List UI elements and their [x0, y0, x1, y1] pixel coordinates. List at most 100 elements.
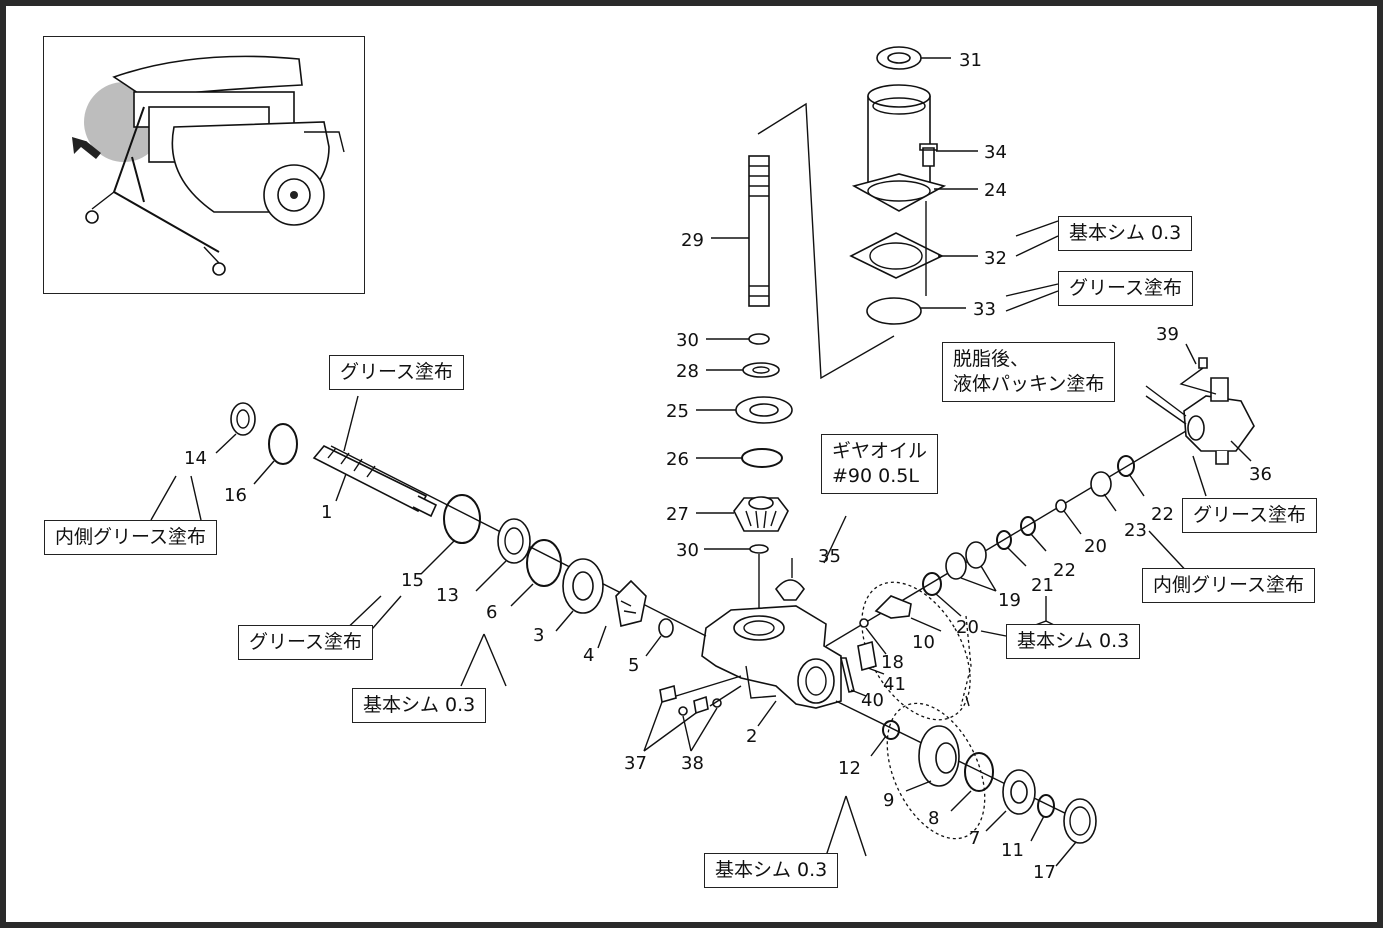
- part-28-washer: [742, 362, 780, 378]
- callout-shim-32: 基本シム 0.3: [1058, 216, 1193, 251]
- part-number: 39: [1156, 324, 1179, 345]
- part-19-bearing-2: [965, 541, 987, 569]
- part-13-seal: [497, 518, 531, 564]
- callout-gear-oil: ギヤオイル #90 0.5L: [821, 434, 939, 494]
- part-8-snap-ring: [964, 752, 994, 792]
- part-10-pinion: [874, 595, 912, 619]
- part-15-o-ring: [443, 494, 481, 544]
- part-20-washer: [1055, 499, 1067, 513]
- leader-lines: [215, 57, 1252, 867]
- part-36-washer: [678, 706, 688, 716]
- part-number: 12: [838, 758, 861, 779]
- part-number: 37: [624, 753, 647, 774]
- part-number: 30: [676, 540, 699, 561]
- part-33-o-ring: [866, 297, 922, 325]
- part-number: 18: [881, 652, 904, 673]
- callout-grease-33: グリース塗布: [1058, 271, 1194, 306]
- part-18-washer: [859, 618, 869, 628]
- assembly-guide-upper: [757, 102, 895, 380]
- part-number: 17: [1033, 862, 1056, 883]
- part-number: 26: [666, 449, 689, 470]
- degrease-line-2: 液体パッキン塗布: [953, 373, 1105, 395]
- gear-oil-line-1: ギヤオイル: [832, 440, 928, 462]
- part-41-bolt: [857, 640, 877, 672]
- part-17-cap: [1063, 798, 1097, 844]
- callout-inner-grease-23: 内側グリース塗布: [1142, 568, 1316, 603]
- part-number: 20: [956, 617, 979, 638]
- callout-grease-37: グリース塗布: [1182, 498, 1318, 533]
- gear-oil-line-2: #90 0.5L: [832, 465, 919, 487]
- part-number: 36: [1249, 464, 1272, 485]
- part-22-snap-ring: [1020, 516, 1036, 536]
- part-number: 13: [436, 585, 459, 606]
- part-14-seal: [230, 402, 256, 436]
- part-number: 22: [1151, 504, 1174, 525]
- callout-shim-12: 基本シム 0.3: [704, 853, 839, 888]
- part-number: 19: [998, 590, 1021, 611]
- part-number: 30: [676, 330, 699, 351]
- group-outline-10: [861, 581, 971, 721]
- part-37-hydraulic-unit: [1183, 377, 1255, 465]
- part-number: 32: [984, 248, 1007, 269]
- part-2-gear-case: [701, 605, 842, 709]
- part-number: 40: [861, 690, 884, 711]
- callout-shim-6: 基本シム 0.3: [352, 688, 487, 723]
- part-number: 7: [969, 828, 980, 849]
- part-11-circlip: [1037, 794, 1055, 818]
- part-32-shim: [849, 232, 944, 279]
- callout-grease-shaft: グリース塗布: [329, 355, 465, 390]
- part-number: 14: [184, 448, 207, 469]
- part-1-input-shaft: [312, 445, 438, 518]
- part-number: 4: [583, 645, 594, 666]
- callout-shim-21: 基本シム 0.3: [1006, 624, 1141, 659]
- part-24-housing: [851, 84, 947, 212]
- part-5-circlip: [658, 618, 674, 638]
- part-number: 23: [1124, 520, 1147, 541]
- part-6-shim: [526, 539, 562, 587]
- part-number: 38: [681, 753, 704, 774]
- part-4-bevel-pinion: [615, 579, 647, 627]
- exploded-diagram: 31 34 24 32 33 29 30 28 25 26 27 30 35 1…: [150, 46, 1272, 883]
- degrease-line-1: 脱脂後、: [953, 348, 1030, 370]
- part-number: 25: [666, 401, 689, 422]
- part-number: 34: [984, 142, 1007, 163]
- part-number: 27: [666, 504, 689, 525]
- part-number: 28: [676, 361, 699, 382]
- part-number: 35: [818, 546, 841, 567]
- callout-degrease-gasket: 脱脂後、 液体パッキン塗布: [942, 342, 1116, 402]
- part-number: 41: [883, 674, 906, 695]
- part-27-bevel-gear: [733, 497, 789, 532]
- part-19-bearing: [945, 552, 967, 580]
- part-number: 2: [746, 726, 757, 747]
- part-number: 24: [984, 180, 1007, 201]
- part-35-bolt-2: [693, 695, 709, 715]
- part-21-shim: [922, 572, 942, 596]
- part-number: 9: [883, 790, 894, 811]
- part-16-snap-ring: [268, 423, 298, 465]
- part-number: 3: [533, 625, 544, 646]
- callout-connectors: [150, 220, 1207, 857]
- part-number: 15: [401, 570, 424, 591]
- part-21-shim-2: [996, 530, 1012, 550]
- part-number: 10: [912, 632, 935, 653]
- part-39-filler-plug: [774, 579, 805, 601]
- locator-inset: [43, 36, 365, 294]
- part-26-snap-ring: [741, 448, 783, 468]
- part-38-bolt: [1198, 357, 1208, 369]
- part-40-pin: [839, 657, 855, 693]
- callout-inner-grease-14: 内側グリース塗布: [44, 520, 218, 555]
- part-number: 5: [628, 655, 639, 676]
- part-number: 31: [959, 50, 982, 71]
- part-35-bolt: [659, 684, 677, 704]
- part-30-circlip-lower: [749, 544, 769, 554]
- part-34-bolt: [919, 143, 938, 167]
- part-number: 8: [928, 808, 939, 829]
- part-29-shaft: [748, 155, 770, 307]
- part-number: 29: [681, 230, 704, 251]
- part-23-seal: [1090, 471, 1112, 497]
- pointer-arrow-icon: [72, 137, 101, 159]
- part-number: 22: [1053, 560, 1076, 581]
- part-number-labels: 31 34 24 32 33 29 30 28 25 26 27 30 35 1…: [184, 50, 1272, 883]
- callout-grease-15: グリース塗布: [238, 625, 374, 660]
